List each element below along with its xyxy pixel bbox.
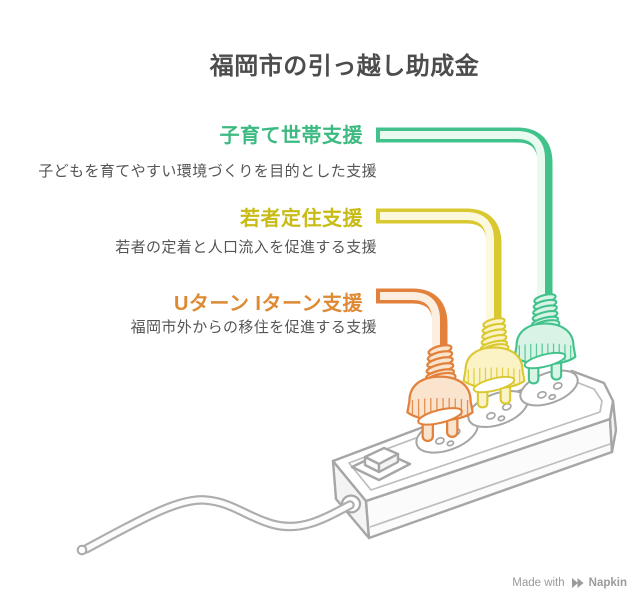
napkin-brand-text: Napkin [588, 577, 627, 589]
item-description-uturn: 福岡市外からの移住を促進する支援 [130, 319, 377, 336]
power-strip-cord [76, 494, 362, 556]
power-strip-front-seam [369, 443, 611, 528]
power-switch [350, 446, 412, 482]
item-label-youth: 若者定住支援 [240, 208, 363, 230]
cord-uturn [376, 288, 448, 350]
plug-childcare [513, 291, 577, 385]
item-label-childcare: 子育て世帯支援 [219, 125, 363, 147]
item-description-youth: 若者の定着と人口流入を促進する支援 [115, 239, 377, 256]
cord-youth [376, 208, 502, 323]
made-with-text: Made with [512, 577, 565, 589]
power-strip [76, 369, 618, 556]
page-title: 福岡市の引っ越し助成金 [209, 53, 480, 80]
cord-end-cap [76, 544, 88, 556]
item-label-uturn: Uターン Iターン支援 [173, 293, 363, 315]
napkin-logo-icon [571, 578, 584, 588]
cord-childcare [376, 127, 553, 299]
item-description-childcare: 子どもを育てやすい環境づくりを目的とした支援 [38, 163, 377, 180]
made-with-napkin: Made with Napkin [512, 577, 627, 589]
